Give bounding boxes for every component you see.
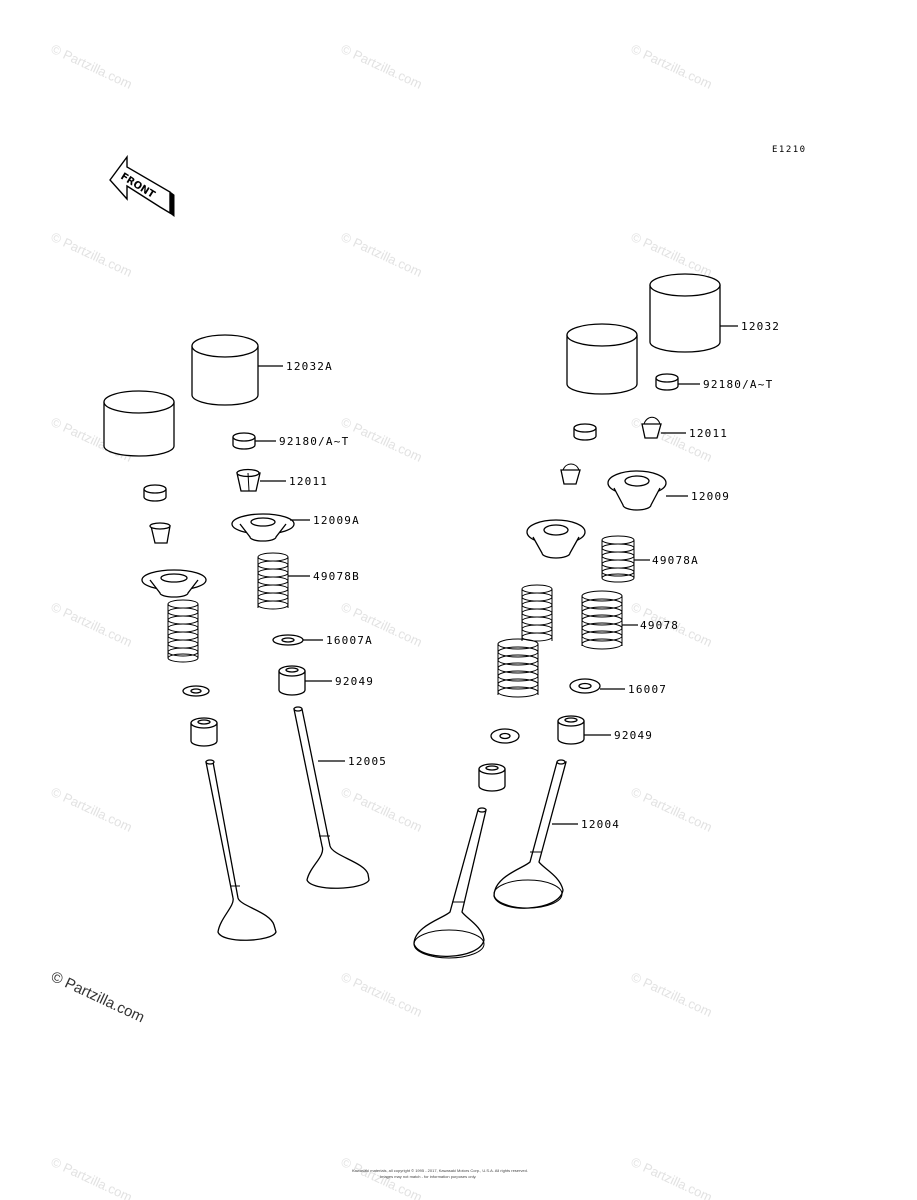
footer-copyright: Kawasaki materials, all copyright © 1995… bbox=[352, 1168, 528, 1173]
watermark: © Partzilla.com bbox=[49, 229, 135, 280]
watermark: © Partzilla.com bbox=[339, 969, 425, 1020]
spring-seat-washer bbox=[490, 728, 520, 744]
valve-stem-seal bbox=[190, 717, 218, 747]
diagram-code: E1210 bbox=[772, 145, 807, 155]
watermark-main: © Partzilla.com bbox=[48, 968, 147, 1026]
exhaust-valve bbox=[205, 759, 277, 941]
label-12005: 12005 bbox=[348, 755, 387, 768]
valve-stem-seal bbox=[478, 763, 506, 792]
shim bbox=[143, 484, 167, 502]
valve-cotter-12011 bbox=[641, 416, 662, 439]
spring-seat-washer bbox=[182, 685, 210, 697]
spring-seat-washer-16007 bbox=[569, 678, 601, 694]
label-12011-right: 12011 bbox=[689, 427, 728, 440]
outer-valve-spring bbox=[497, 638, 539, 698]
valve-spring-49078b bbox=[257, 552, 289, 610]
label-12009a: 12009A bbox=[313, 514, 360, 527]
outer-valve-spring-49078 bbox=[581, 590, 623, 650]
shim-92180 bbox=[655, 373, 679, 391]
label-16007: 16007 bbox=[628, 683, 667, 696]
label-92049-left: 92049 bbox=[335, 675, 374, 688]
front-arrow-icon: FRONT bbox=[109, 154, 175, 217]
inner-valve-spring-49078a bbox=[601, 535, 635, 583]
label-12032a: 12032A bbox=[286, 360, 333, 373]
spring-retainer bbox=[141, 569, 207, 598]
valve-stem-seal-92049 bbox=[557, 715, 585, 745]
valve-lifter bbox=[566, 323, 638, 395]
label-92049-right: 92049 bbox=[614, 729, 653, 742]
shim bbox=[573, 423, 597, 441]
watermark: © Partzilla.com bbox=[629, 969, 715, 1020]
watermark: © Partzilla.com bbox=[339, 229, 425, 280]
spring-retainer bbox=[526, 519, 586, 559]
watermark: © Partzilla.com bbox=[629, 1154, 715, 1200]
footer-disclaimer: Images may not match - for information p… bbox=[380, 1174, 476, 1179]
watermark: © Partzilla.com bbox=[339, 784, 425, 835]
valve-lifter-12032 bbox=[649, 273, 721, 353]
watermark: © Partzilla.com bbox=[629, 229, 715, 280]
watermark: © Partzilla.com bbox=[339, 414, 425, 465]
leader-lines bbox=[255, 325, 738, 825]
valve-cotter bbox=[149, 522, 171, 544]
label-92180-left: 92180/A~T bbox=[279, 435, 349, 448]
label-49078b: 49078B bbox=[313, 570, 360, 583]
shim-92180 bbox=[232, 432, 256, 450]
spring-retainer-12009a bbox=[231, 513, 295, 542]
valve-stem-seal-92049 bbox=[278, 665, 306, 696]
watermark: © Partzilla.com bbox=[49, 41, 135, 92]
valve-lifter bbox=[103, 390, 175, 457]
label-12011-left: 12011 bbox=[289, 475, 328, 488]
watermark-grid: © Partzilla.com © Partzilla.com © Partzi… bbox=[49, 41, 715, 1200]
spring-seat-washer-16007a bbox=[272, 634, 304, 646]
exhaust-valve-12005 bbox=[293, 706, 370, 889]
intake-valve bbox=[413, 807, 487, 959]
valve-cotter-12011 bbox=[236, 468, 261, 492]
valve-cotter bbox=[560, 463, 581, 485]
watermark: © Partzilla.com bbox=[629, 784, 715, 835]
intake-valve-12004 bbox=[493, 759, 567, 909]
label-16007a: 16007A bbox=[326, 634, 373, 647]
watermark: © Partzilla.com bbox=[339, 41, 425, 92]
watermark: © Partzilla.com bbox=[49, 1154, 135, 1200]
spring-retainer-12009 bbox=[607, 470, 667, 511]
part-labels: 12032A 92180/A~T 12011 12009A 49078B 160… bbox=[279, 320, 780, 831]
watermark: © Partzilla.com bbox=[629, 41, 715, 92]
label-49078a: 49078A bbox=[652, 554, 699, 567]
inner-valve-spring bbox=[521, 584, 553, 642]
valve-lifter-12032a bbox=[191, 334, 259, 406]
label-12004: 12004 bbox=[581, 818, 620, 831]
watermark: © Partzilla.com bbox=[49, 784, 135, 835]
valve-spring bbox=[167, 599, 199, 663]
label-12009: 12009 bbox=[691, 490, 730, 503]
label-12032: 12032 bbox=[741, 320, 780, 333]
watermark: © Partzilla.com bbox=[49, 599, 135, 650]
label-49078: 49078 bbox=[640, 619, 679, 632]
label-92180-right: 92180/A~T bbox=[703, 378, 773, 391]
